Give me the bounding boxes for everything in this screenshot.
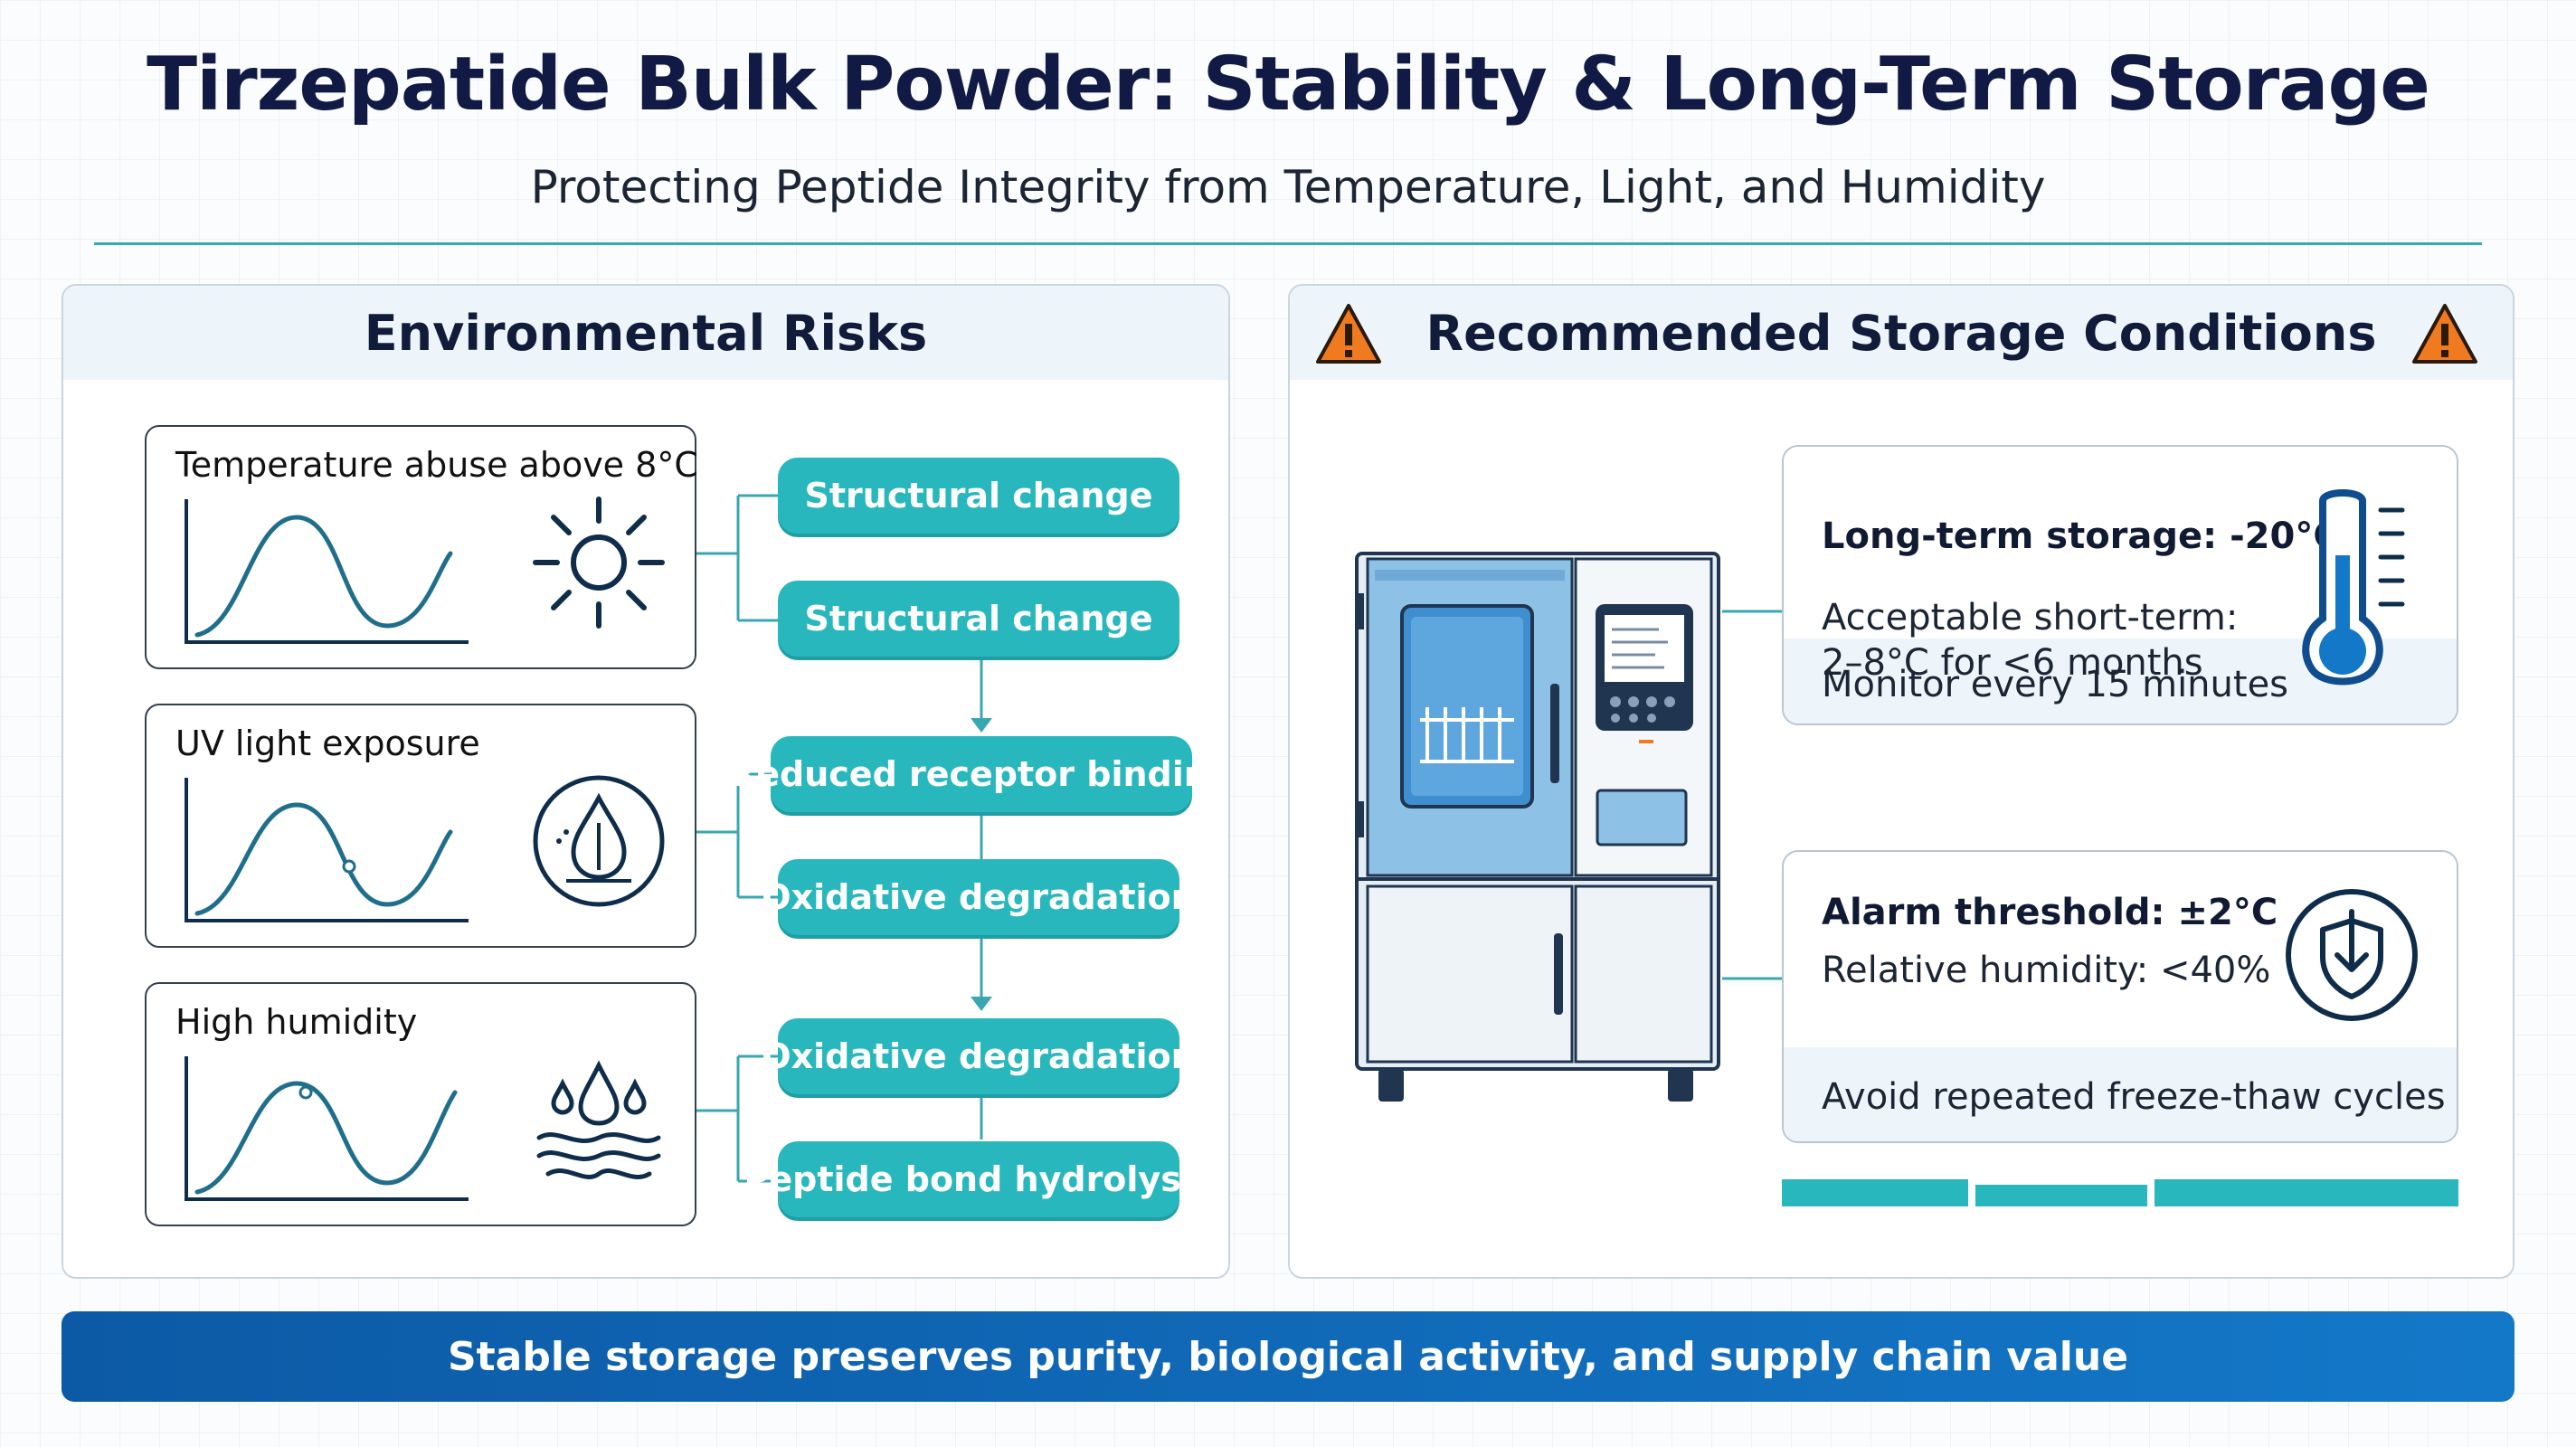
droplet-icon bbox=[533, 775, 665, 907]
effect-oxidative-degradation-1: Oxidative degradation bbox=[762, 859, 1196, 935]
risk-card-uv-light: UV light exposure bbox=[145, 704, 696, 948]
thermometer-icon bbox=[2302, 489, 2405, 686]
warning-icon-left bbox=[1316, 304, 1381, 364]
relative-humidity-text: Relative humidity: <40% bbox=[1822, 950, 2271, 991]
water-waves-icon bbox=[536, 1060, 661, 1179]
risk-label: High humidity bbox=[175, 1002, 418, 1042]
short-term-text-line2: 2–8°C for <6 months bbox=[1822, 642, 2203, 684]
effect-reduced-receptor-binding: Reduced receptor binding bbox=[730, 736, 1228, 812]
effect-structural-change-1: Structural change bbox=[778, 458, 1179, 534]
alarm-threshold-text: Alarm threshold: ±2°C bbox=[1822, 892, 2278, 933]
risk-label: Temperature abuse above 8°C bbox=[175, 445, 698, 485]
wave-chart-icon bbox=[185, 1056, 469, 1201]
environmental-risks-panel: Environmental Risks bbox=[62, 284, 1230, 1279]
long-term-storage-text: Long-term storage: -20°C bbox=[1822, 515, 2340, 557]
condition-card-alarm: Alarm threshold: ±2°C Relative humidity:… bbox=[1782, 850, 2458, 1143]
freeze-thaw-warning-text: Avoid repeated freeze-thaw cycles bbox=[1822, 1076, 2446, 1118]
footer-banner: Stable storage preserves purity, biologi… bbox=[62, 1311, 2514, 1402]
storage-freezer-cabinet bbox=[1355, 552, 1720, 1102]
condition-card-temperature: Long-term storage: -20°C Acceptable shor… bbox=[1782, 445, 2458, 725]
risk-card-temperature: Temperature abuse above 8°C bbox=[145, 425, 698, 669]
page-subtitle: Protecting Peptide Integrity from Temper… bbox=[530, 161, 2046, 213]
risk-card-humidity: High humidity bbox=[145, 982, 696, 1226]
sun-icon bbox=[533, 497, 665, 629]
warning-icon-right bbox=[2412, 304, 2477, 364]
shield-download-icon bbox=[2286, 889, 2418, 1021]
cabinet-connectors bbox=[1722, 610, 1782, 980]
card-footer-strip bbox=[1784, 1047, 2457, 1141]
risks-panel-title: Environmental Risks bbox=[63, 286, 1228, 380]
effect-structural-change-2: Structural change bbox=[778, 581, 1179, 657]
storage-conditions-panel: Recommended Storage Conditions bbox=[1288, 284, 2514, 1279]
short-term-text-line1: Acceptable short-term: bbox=[1822, 597, 2239, 638]
effect-peptide-bond-hydrolysis: Peptide bond hydrolysis bbox=[744, 1141, 1213, 1217]
segmented-status-bar bbox=[1782, 1179, 2458, 1206]
wave-chart-icon bbox=[185, 499, 469, 644]
storage-panel-title: Recommended Storage Conditions bbox=[1290, 286, 2513, 380]
page-title: Tirzepatide Bulk Powder: Stability & Lon… bbox=[147, 42, 2430, 128]
monitor-frequency-text: Monitor every 15 minutes bbox=[1822, 664, 2289, 705]
wave-chart-icon bbox=[185, 778, 469, 922]
risk-label: UV light exposure bbox=[175, 724, 480, 763]
header-divider bbox=[94, 242, 2482, 245]
effect-oxidative-degradation-2: Oxidative degradation bbox=[762, 1018, 1196, 1094]
